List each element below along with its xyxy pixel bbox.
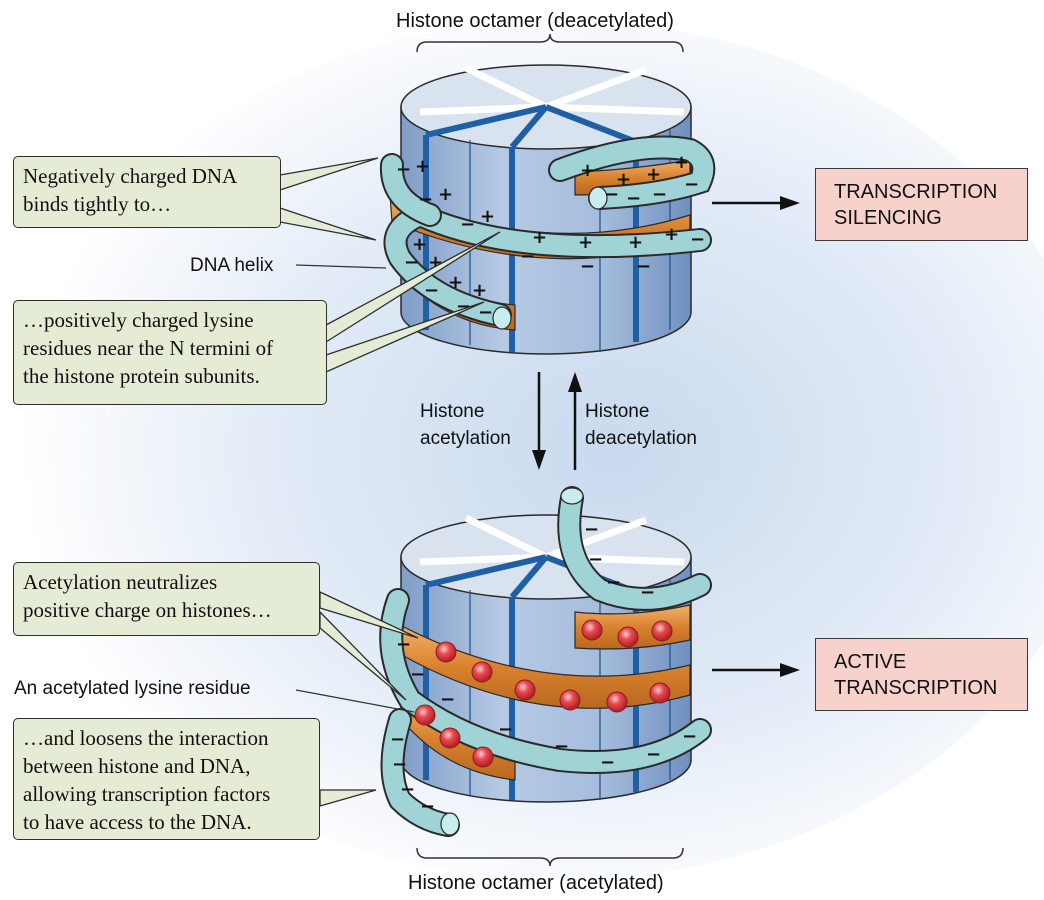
svg-text:+: + [664, 224, 679, 245]
deacetylation-label-line-1: Histone [585, 401, 650, 422]
svg-text:+: + [438, 184, 453, 205]
top-callout-1-line-2: binds tightly to… [23, 192, 172, 216]
top-callout-positive-lysine: …positively charged lysine residues near… [13, 300, 327, 405]
dna-helix-leader [295, 264, 387, 269]
outcome-arrows [712, 196, 800, 677]
svg-text:−: − [600, 752, 615, 773]
top-callout-1-line-1: Negatively charged DNA [23, 164, 238, 188]
svg-text:+: + [415, 156, 430, 177]
bottom-brace [416, 847, 684, 867]
svg-text:−: − [396, 159, 411, 180]
bottom-callout-2-line-1: …and loosens the interaction [23, 726, 269, 750]
svg-text:−: − [410, 664, 425, 685]
svg-text:+: + [646, 164, 661, 185]
top-callout-pointers [279, 157, 501, 373]
top-callout-2-line-1: …positively charged lysine [23, 308, 254, 332]
svg-text:+: + [616, 169, 631, 190]
svg-text:+: + [628, 232, 643, 253]
top-callout-2-line-3: the histone protein subunits. [23, 364, 260, 388]
svg-text:−: − [440, 689, 455, 710]
top-histone-octamer [400, 64, 692, 355]
acetyl-lysine-leader [295, 689, 415, 713]
svg-text:−: − [690, 229, 705, 250]
svg-text:−: − [392, 754, 407, 775]
svg-text:−: − [636, 256, 651, 277]
svg-text:+: + [448, 272, 463, 293]
svg-text:+: + [578, 232, 593, 253]
deacetylation-label-line-2: deacetylation [585, 428, 697, 449]
svg-text:+: + [580, 160, 595, 181]
bottom-callout-acetylation-neutralizes: Acetylation neutralizes positive charge … [13, 562, 320, 636]
bottom-callout-loosens-interaction: …and loosens the interaction between his… [13, 718, 320, 840]
svg-text:−: − [588, 549, 603, 570]
svg-text:−: − [640, 582, 655, 603]
bottom-callout-2-line-4: to have access to the DNA. [23, 810, 252, 834]
svg-text:+: + [674, 152, 689, 173]
svg-text:−: − [424, 280, 439, 301]
bottom-callout-pointers [319, 590, 419, 807]
bottom-charges: −−−− −−−− −−−− −−−− [390, 519, 697, 817]
active-transcription-box: ACTIVE TRANSCRIPTION [815, 638, 1028, 711]
dna-helix-label: DNA helix [190, 255, 274, 276]
svg-text:−: − [626, 188, 641, 209]
histone-deacetylation-label: Histone deacetylation [585, 398, 697, 452]
svg-text:−: − [400, 779, 415, 800]
acetylation-label-line-2: acetylation [420, 428, 511, 449]
svg-text:+: + [412, 234, 427, 255]
top-brace [416, 33, 684, 53]
svg-text:−: − [396, 634, 411, 655]
middle-arrows [532, 372, 582, 470]
outcome-silencing-line-1: TRANSCRIPTION [834, 181, 998, 203]
svg-text:−: − [498, 719, 513, 740]
outcome-active-line-2: TRANSCRIPTION [834, 677, 998, 699]
outcome-silencing-line-2: SILENCING [834, 207, 942, 229]
svg-text:−: − [390, 729, 405, 750]
bottom-callout-1-line-1: Acetylation neutralizes [23, 570, 218, 594]
svg-text:−: − [606, 572, 621, 593]
svg-text:−: − [420, 796, 435, 817]
bottom-callout-1-line-2: positive charge on histones… [23, 598, 272, 622]
svg-text:−: − [652, 184, 667, 205]
svg-text:−: − [684, 174, 699, 195]
top-callout-negative-dna: Negatively charged DNA binds tightly to… [13, 156, 281, 228]
top-charges: +++ ++++ ++++ ++++ −−−− −−− −−−− −−−− [396, 152, 705, 323]
svg-text:−: − [646, 744, 661, 765]
transcription-silencing-box: TRANSCRIPTION SILENCING [815, 168, 1028, 241]
top-callout-2-line-2: residues near the N termini of [23, 336, 274, 360]
svg-text:−: − [554, 736, 569, 757]
svg-text:+: + [472, 280, 487, 301]
bottom-callout-2-line-2: between histone and DNA, [23, 754, 251, 778]
bottom-callout-2-line-3: allowing transcription factors [23, 782, 271, 806]
acetylation-label-line-1: Histone [420, 401, 485, 422]
svg-text:+: + [480, 206, 495, 227]
svg-text:+: + [532, 227, 547, 248]
acetylated-lysine-label: An acetylated lysine residue [14, 678, 251, 699]
svg-text:−: − [604, 184, 619, 205]
top-octamer-title: Histone octamer (deacetylated) [396, 10, 674, 32]
svg-text:−: − [584, 519, 599, 540]
svg-text:−: − [580, 256, 595, 277]
bottom-octamer-title: Histone octamer (acetylated) [408, 872, 664, 894]
svg-text:−: − [404, 252, 419, 273]
acetylated-lysine-beads [414, 619, 673, 768]
top-dna-helix [379, 135, 716, 330]
histone-acetylation-label: Histone acetylation [420, 398, 511, 452]
svg-text:−: − [520, 246, 535, 267]
svg-text:−: − [460, 214, 475, 235]
svg-text:−: − [418, 189, 433, 210]
svg-text:−: − [478, 302, 493, 323]
svg-text:−: − [682, 726, 697, 747]
outcome-active-line-1: ACTIVE [834, 651, 907, 673]
bottom-dna-helix [379, 486, 712, 837]
